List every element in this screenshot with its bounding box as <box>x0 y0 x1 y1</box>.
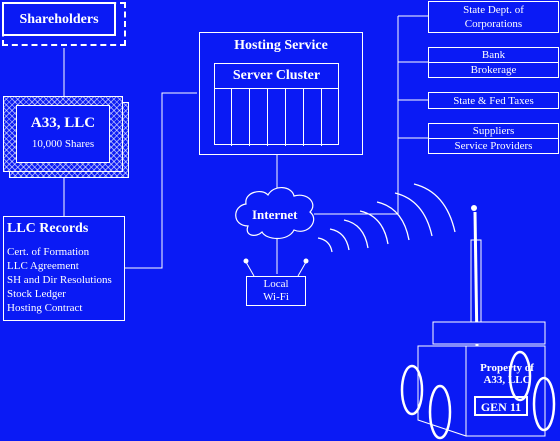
vehicle-body-side <box>417 345 467 437</box>
brokerage-label: Brokerage <box>470 64 517 76</box>
taxes-label: State & Fed Taxes <box>453 95 534 107</box>
a33-box: A33, LLC 10,000 Shares <box>3 96 123 172</box>
vehicle-model-badge: GEN 11 <box>474 396 528 416</box>
wheel-back-right <box>508 350 532 402</box>
vehicle-antenna-tip <box>471 205 477 211</box>
wifi-line2: Wi-Fi <box>263 291 289 303</box>
shareholders-label: Shareholders <box>2 2 116 36</box>
hosting-service-box: Hosting Service Server Cluster <box>199 32 363 155</box>
server-cluster-box: Server Cluster <box>214 63 339 146</box>
records-item: Hosting Contract <box>7 302 83 314</box>
vehicle-line1: Property of <box>480 362 534 374</box>
records-title: LLC Records <box>7 221 89 236</box>
vehicle-top <box>432 321 546 345</box>
internet-label: Internet <box>252 207 298 222</box>
company-shares: 10,000 Shares <box>31 138 95 150</box>
corp-line1: State Dept. of <box>463 4 524 16</box>
server-cluster-racks <box>214 88 339 146</box>
internet-cloud-shape <box>235 187 315 240</box>
vehicle-line2: A33, LLC <box>483 374 531 386</box>
bank-brokerage-box: Bank Brokerage <box>428 47 559 78</box>
server-cluster-label: Server Cluster <box>232 68 321 83</box>
a33-inner: A33, LLC 10,000 Shares <box>16 105 110 163</box>
shareholders-box: Shareholders <box>2 2 126 46</box>
taxes-box: State & Fed Taxes <box>428 92 559 109</box>
records-item: Stock Ledger <box>7 288 66 300</box>
suppliers-label: Suppliers <box>429 124 558 139</box>
records-item: LLC Agreement <box>7 260 79 272</box>
wifi-antenna-right-line <box>297 261 307 277</box>
local-wifi-box: Local Wi-Fi <box>246 276 306 306</box>
wifi-antenna-right-tip <box>303 258 309 264</box>
corp-line2: Corporations <box>464 18 523 30</box>
wifi-antenna-left-line <box>245 261 255 277</box>
wifi-line1: Local <box>263 278 289 290</box>
records-item: Cert. of Formation <box>7 246 90 258</box>
vehicle-ownership-label: Property of A33, LLC <box>470 362 544 386</box>
wireless-arcs <box>317 183 456 253</box>
wheel-front-left <box>428 384 452 440</box>
wheel-back-left <box>400 364 424 416</box>
connector-records-hosting <box>125 92 197 269</box>
bank-label: Bank <box>429 48 558 63</box>
records-item: SH and Dir Resolutions <box>7 274 112 286</box>
company-name: A33, LLC <box>30 115 96 131</box>
llc-records-box: LLC Records Cert. of Formation LLC Agree… <box>3 216 125 321</box>
hosting-title: Hosting Service <box>234 38 328 53</box>
state-corporations-box: State Dept. of Corporations <box>428 1 559 33</box>
wifi-antenna-left-tip <box>243 258 249 264</box>
vehicle-body-front <box>465 345 546 437</box>
wheel-front-right <box>532 376 556 432</box>
suppliers-providers-box: Suppliers Service Providers <box>428 123 559 154</box>
service-providers-label: Service Providers <box>454 140 533 152</box>
